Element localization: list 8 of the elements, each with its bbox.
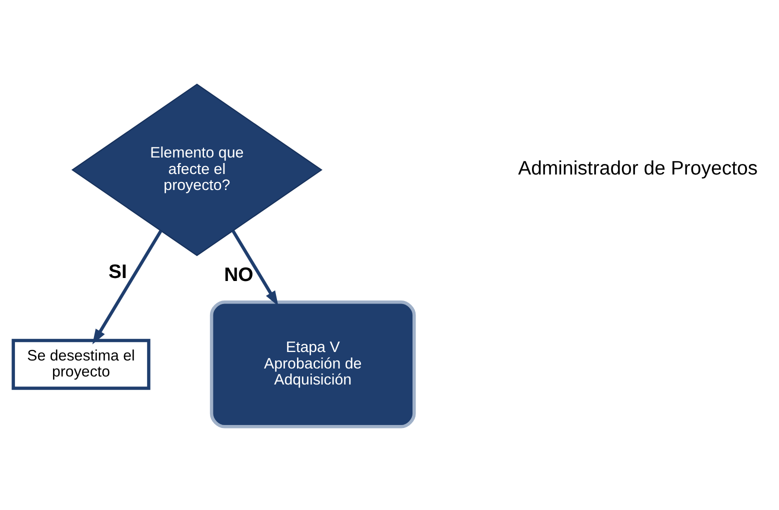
arrow <box>232 229 278 306</box>
node-box: Etapa V Aprobación de Adquisición <box>210 300 416 428</box>
arrow <box>92 229 162 344</box>
node-box: Se desestima el proyecto <box>12 338 150 390</box>
label: Administrador de Proyectos <box>518 157 758 180</box>
edge-label: NO <box>224 263 254 286</box>
node-diamond: Elemento que afecte el proyecto? <box>71 83 322 256</box>
edge-label: SI <box>108 260 127 283</box>
